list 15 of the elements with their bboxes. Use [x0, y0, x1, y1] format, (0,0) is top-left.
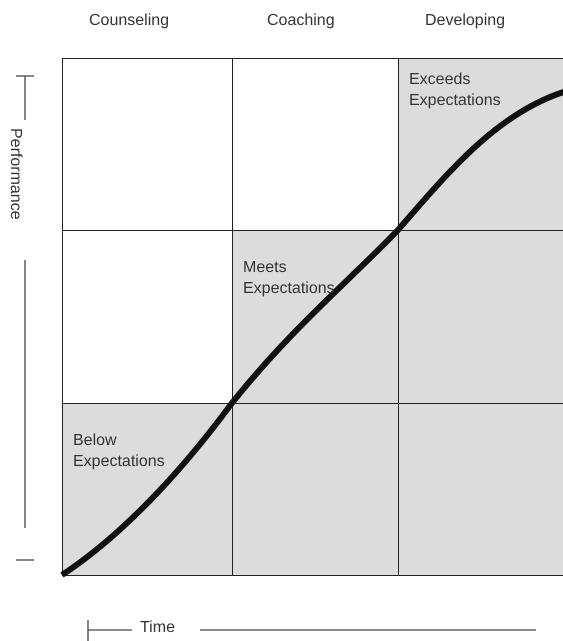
column-heading: Counseling	[89, 12, 170, 30]
grid-cell	[232, 403, 399, 576]
grid-cell	[232, 230, 399, 404]
grid-cell	[62, 403, 233, 576]
axis-label: Performance	[6, 128, 24, 220]
grid-cell	[398, 58, 563, 231]
grid-cell	[398, 230, 563, 404]
column-heading: Developing	[425, 12, 506, 30]
axis-label: Time	[140, 619, 175, 637]
grid-cell	[398, 403, 563, 576]
column-heading: Coaching	[267, 12, 335, 30]
cell-label: Exceeds Expectations	[409, 70, 502, 111]
cell-label: Meets Expectations	[243, 258, 336, 299]
cell-label: Below Expectations	[73, 431, 166, 472]
grid-cell	[62, 58, 233, 231]
